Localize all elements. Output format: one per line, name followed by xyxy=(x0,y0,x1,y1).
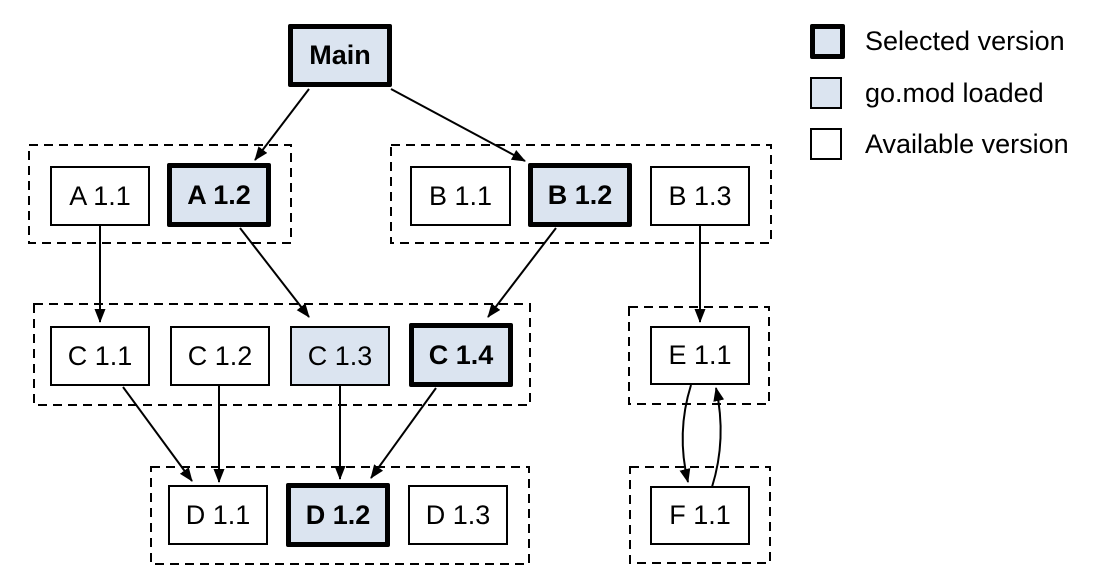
node-b-1-3: B 1.3 xyxy=(650,166,750,226)
node-e-1-1: E 1.1 xyxy=(650,326,750,385)
gomod-loaded-swatch xyxy=(810,77,842,109)
node-a-1-1: A 1.1 xyxy=(50,166,150,226)
node-c-1-2: C 1.2 xyxy=(170,326,270,386)
edge-main-to-b12 xyxy=(390,88,526,162)
edge-b12-to-c14 xyxy=(487,227,557,318)
node-d-1-2: D 1.2 xyxy=(286,483,390,547)
edge-main-to-a12 xyxy=(254,88,310,161)
legend-swatch-col xyxy=(810,77,865,109)
legend-swatch-col xyxy=(810,23,865,59)
legend-item-selected: Selected version xyxy=(810,22,1065,60)
available-version-swatch xyxy=(810,128,842,160)
legend-label-available: Available version xyxy=(865,128,1069,159)
node-b-1-1: B 1.1 xyxy=(410,166,511,226)
node-c-1-4: C 1.4 xyxy=(409,323,513,387)
edge-c11-to-d11 xyxy=(122,386,193,482)
edge-c14-to-d12 xyxy=(370,387,437,479)
node-c-1-1: C 1.1 xyxy=(50,326,150,386)
node-d-1-1: D 1.1 xyxy=(168,485,268,545)
group-box-c xyxy=(33,303,531,406)
legend-swatch-col xyxy=(810,128,865,160)
legend-label-loaded: go.mod loaded xyxy=(865,77,1044,108)
legend-label-selected: Selected version xyxy=(865,25,1065,56)
edge-f11-to-e11 xyxy=(711,387,725,488)
node-c-1-3: C 1.3 xyxy=(290,326,390,386)
selected-version-swatch xyxy=(810,23,845,59)
edge-a12-to-c13 xyxy=(239,227,310,318)
legend-item-available: Available version xyxy=(810,127,1069,161)
node-main: Main xyxy=(288,24,392,87)
group-box-f xyxy=(629,466,771,564)
edge-e11-to-f11 xyxy=(679,384,692,483)
node-d-1-3: D 1.3 xyxy=(408,485,508,545)
node-a-1-2: A 1.2 xyxy=(167,163,271,227)
node-b-1-2: B 1.2 xyxy=(528,163,632,227)
node-f-1-1: F 1.1 xyxy=(650,486,750,545)
group-box-e xyxy=(628,306,770,405)
legend-item-loaded: go.mod loaded xyxy=(810,76,1044,110)
group-box-b xyxy=(390,144,772,244)
